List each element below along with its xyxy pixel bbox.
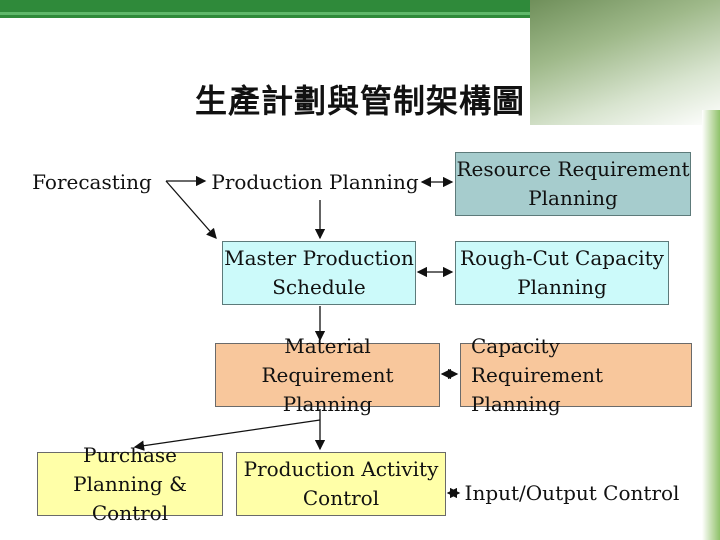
node-input-output-control: Input/Output Control — [464, 480, 680, 505]
node-production-activity-control: Production Activity Control — [236, 452, 446, 516]
node-material-requirement-planning: Material Requirement Planning — [215, 334, 440, 416]
side-decoration — [702, 110, 720, 540]
node-rough-cut-capacity-planning: Rough-Cut Capacity Planning — [455, 241, 669, 305]
arrow-material-purchase — [133, 419, 321, 451]
node-master-production-schedule: Master Production Schedule — [222, 241, 416, 305]
node-capacity-requirement-planning: Capacity Requirement Planning — [460, 334, 692, 416]
node-purchase-planning-control: Purchase Planning & Control — [37, 443, 223, 525]
node-production-planning: Production Planning — [211, 169, 419, 194]
diagram-title: 生產計劃與管制架構圖 — [194, 82, 525, 120]
corner-decoration — [530, 0, 720, 125]
node-resource-requirement-planning: Resource Requirement Planning — [455, 152, 691, 216]
node-forecasting: Forecasting — [32, 169, 152, 194]
arrow-forecast-master — [165, 180, 217, 239]
